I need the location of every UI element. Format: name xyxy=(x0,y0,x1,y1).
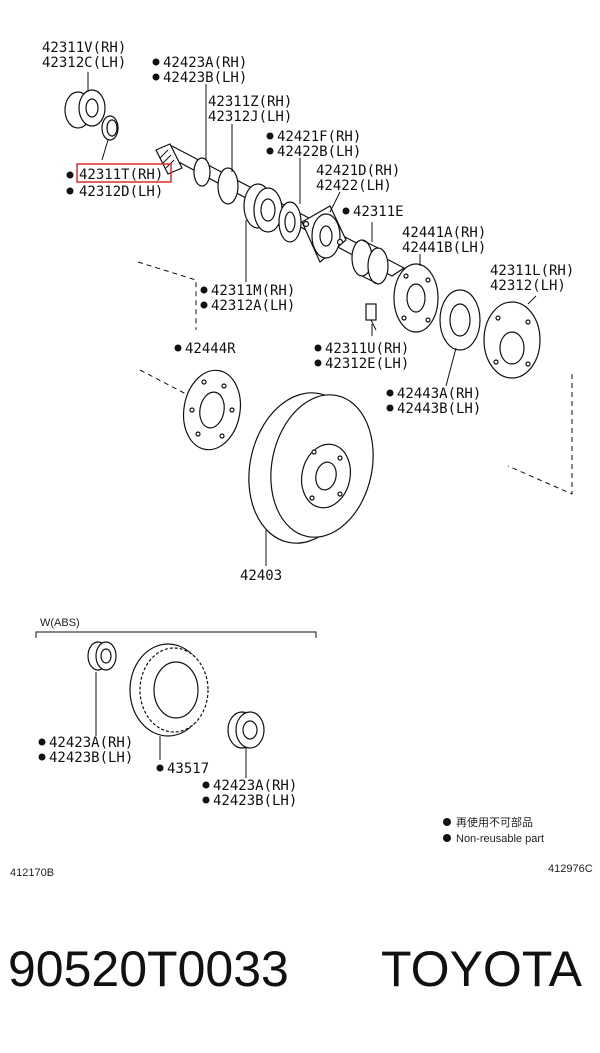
label-42444r: 42444R xyxy=(185,341,236,357)
gasket-42443a xyxy=(439,289,481,351)
part-number: 90520T0033 xyxy=(8,941,289,997)
brand-name: TOYOTA xyxy=(381,941,582,997)
non-reusable-dot xyxy=(200,301,208,309)
non-reusable-dot xyxy=(314,344,322,352)
bolt-42311u xyxy=(365,303,377,331)
non-reusable-dot xyxy=(174,344,182,352)
bearing-42311v xyxy=(64,89,106,129)
bearing-abs-left xyxy=(87,641,117,671)
parts-diagram: 42311V(RH) 42312C(LH) 42423A(RH) 42423B(… xyxy=(10,40,593,879)
legend-dot xyxy=(443,818,451,826)
non-reusable-dot xyxy=(314,359,322,367)
non-reusable-dot xyxy=(386,404,394,412)
label-42441a: 42441A(RH) xyxy=(402,225,486,241)
figure-code-right: 412976C xyxy=(548,863,593,875)
label-43517: 43517 xyxy=(167,761,209,777)
label-42443b: 42443B(LH) xyxy=(397,401,481,417)
label-42423b-abs-2: 42423B(LH) xyxy=(213,793,297,809)
hub-plate-42441a xyxy=(393,263,439,333)
label-42421f: 42421F(RH) xyxy=(277,129,361,145)
label-42403: 42403 xyxy=(240,568,282,584)
bearing-42311e xyxy=(351,239,389,285)
label-42311v: 42311V(RH) xyxy=(42,40,126,56)
non-reusable-dot xyxy=(66,171,74,179)
plate-42444r xyxy=(182,369,242,451)
non-reusable-dot xyxy=(266,132,274,140)
hub-42311l xyxy=(483,301,541,379)
guide-line-right xyxy=(507,374,573,495)
label-42441b: 42441B(LH) xyxy=(402,240,486,256)
abs-rotor-43517 xyxy=(129,643,209,737)
label-42423a: 42423A(RH) xyxy=(163,55,247,71)
label-42312j: 42312J(LH) xyxy=(208,109,292,125)
label-42311u: 42311U(RH) xyxy=(325,341,409,357)
ring-42311z xyxy=(193,157,239,205)
legend-dot xyxy=(443,834,451,842)
label-42311m: 42311M(RH) xyxy=(211,283,295,299)
non-reusable-dot xyxy=(202,796,210,804)
leader-lines xyxy=(87,72,537,566)
non-reusable-dot xyxy=(342,207,350,215)
ring-42311t xyxy=(101,115,119,141)
label-42312e: 42312E(LH) xyxy=(325,356,409,372)
non-reusable-dot xyxy=(200,286,208,294)
label-42312: 42312(LH) xyxy=(490,278,566,294)
section-abs-bracket xyxy=(35,631,317,638)
label-42423a-abs-2: 42423A(RH) xyxy=(213,778,297,794)
non-reusable-dot xyxy=(66,187,74,195)
label-42421d: 42421D(RH) xyxy=(316,163,400,179)
label-42443a: 42443A(RH) xyxy=(397,386,481,402)
seal-42421f xyxy=(278,201,302,243)
label-42423a-abs: 42423A(RH) xyxy=(49,735,133,751)
label-42311l: 42311L(RH) xyxy=(490,263,574,279)
non-reusable-dot xyxy=(266,147,274,155)
non-reusable-dot xyxy=(386,389,394,397)
label-42311e: 42311E xyxy=(353,204,404,220)
non-reusable-dot xyxy=(152,58,160,66)
non-reusable-dot xyxy=(38,753,46,761)
section-abs-label: W(ABS) xyxy=(40,617,80,629)
non-reusable-dot xyxy=(152,73,160,81)
legend-en: Non-reusable part xyxy=(456,833,544,845)
label-42423b-abs: 42423B(LH) xyxy=(49,750,133,766)
guide-line-left xyxy=(137,261,197,330)
guide-line-left-lower xyxy=(139,369,187,395)
highlight-box xyxy=(76,163,172,183)
label-42312c: 42312C(LH) xyxy=(42,55,126,71)
label-42311t[interactable]: 42311T(RH) xyxy=(79,167,163,183)
flange-42421d xyxy=(301,205,347,263)
label-42423b: 42423B(LH) xyxy=(163,70,247,86)
bearing-42311m xyxy=(243,183,283,233)
label-42422b: 42422B(LH) xyxy=(277,144,361,160)
label-42312a: 42312A(LH) xyxy=(211,298,295,314)
non-reusable-dot xyxy=(156,764,164,772)
label-42422: 42422(LH) xyxy=(316,178,392,194)
non-reusable-dot xyxy=(202,781,210,789)
label-42311z: 42311Z(RH) xyxy=(208,94,292,110)
figure-code-left: 412170B xyxy=(10,867,54,879)
non-reusable-dot xyxy=(38,738,46,746)
brake-drum-42403 xyxy=(248,392,374,544)
bearing-abs-right xyxy=(227,711,265,749)
legend-jp: 再使用不可部品 xyxy=(456,815,533,829)
label-42312d: 42312D(LH) xyxy=(79,184,163,200)
footer: 90520T0033 TOYOTA xyxy=(8,940,592,1010)
